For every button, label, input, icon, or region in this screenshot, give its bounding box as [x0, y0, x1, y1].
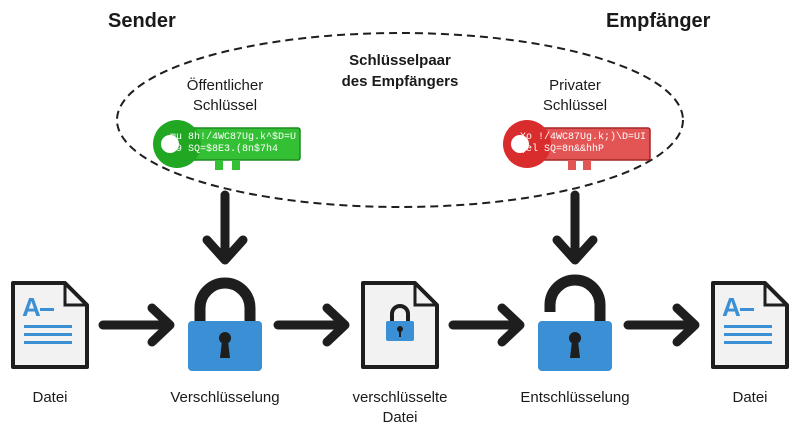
arrow-down-left-icon	[202, 190, 248, 265]
step-label-file-in: Datei	[32, 389, 68, 406]
step-label-decryption: Entschlüsselung	[520, 389, 630, 406]
arrow-right-2-icon	[273, 303, 350, 347]
closed-lock-icon	[188, 277, 262, 371]
private-key-code-line2: (el SQ=8n&&hhP	[520, 144, 605, 155]
private-key-code: Xo !/4WC87Ug.k;)\D=UI (el SQ=8n&&hhP	[520, 132, 646, 156]
private-key-line2: Schlüssel	[542, 97, 608, 114]
public-key-label: Öffentlicher Schlüssel	[160, 76, 290, 116]
public-key-icon	[153, 120, 301, 170]
arrow-right-3-icon	[448, 303, 525, 347]
private-key-code-line1: Xo !/4WC87Ug.k;)\D=UI	[520, 132, 647, 143]
step-label-file-out: Datei	[732, 389, 768, 406]
encrypted-document-icon	[361, 281, 439, 369]
public-key-code: mu 8h!/4WC87Ug.k^$D=U 79 SQ=$8E3.(8n$7h4	[170, 132, 296, 156]
public-key-code-line2: 79 SQ=$8E3.(8n$7h4	[170, 144, 279, 155]
key-pair-label: Schlüsselpaar des Empfängers	[320, 50, 480, 92]
public-key-code-line1: mu 8h!/4WC87Ug.k^$D=U	[170, 132, 297, 143]
key-pair-line2: des Empfängers	[341, 73, 459, 90]
private-key-label: Privater Schlüssel	[510, 76, 640, 116]
arrow-right-1-icon	[98, 303, 175, 347]
public-key-line1: Öffentlicher	[186, 77, 264, 94]
encrypted-file-line1: verschlüsselte	[352, 389, 448, 406]
key-pair-line1: Schlüsselpaar	[349, 52, 451, 69]
open-lock-icon	[538, 274, 612, 371]
svg-text:A: A	[722, 292, 741, 322]
private-key-line1: Privater	[549, 77, 601, 94]
step-label-encryption: Verschlüsselung	[170, 389, 280, 406]
document-icon-output: A	[711, 281, 789, 369]
step-label-encrypted-file: verschlüsselte Datei	[330, 388, 470, 428]
public-key-line2: Schlüssel	[192, 97, 258, 114]
receiver-heading: Empfänger	[606, 10, 711, 32]
private-key-icon	[503, 120, 651, 170]
key-pair-ellipse	[116, 32, 684, 208]
sender-heading: Sender	[108, 10, 176, 32]
encrypted-file-line2: Datei	[382, 409, 418, 426]
document-icon-input: A	[11, 281, 89, 369]
arrow-right-4-icon	[623, 303, 700, 347]
svg-text:A: A	[22, 292, 41, 322]
arrow-down-right-icon	[552, 190, 598, 265]
